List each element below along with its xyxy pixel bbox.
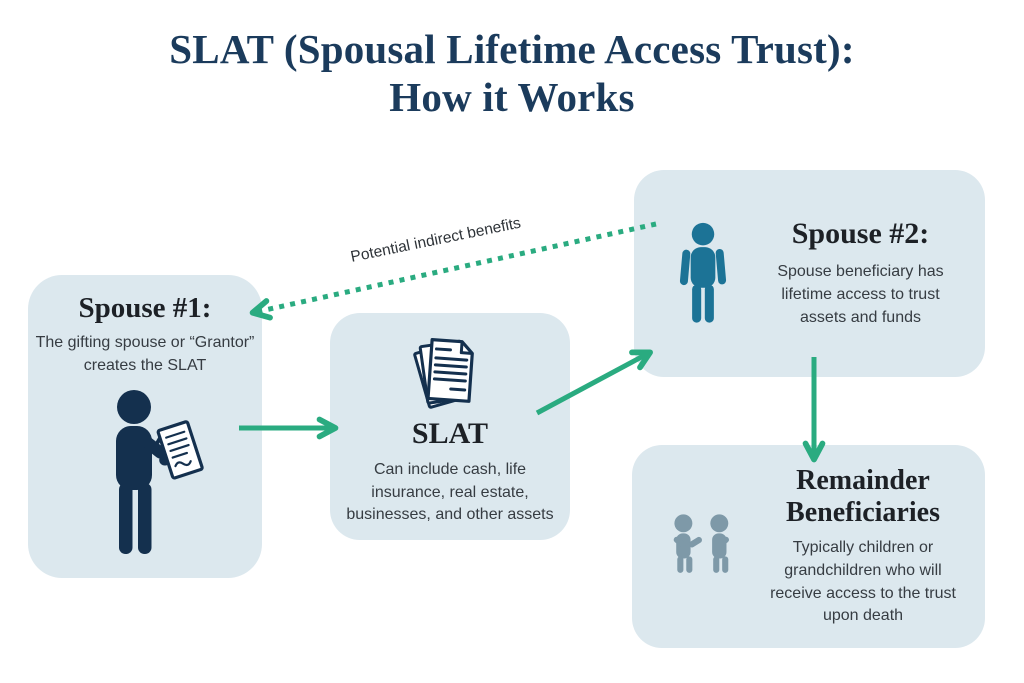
spouse1-card: Spouse #1: The gifting spouse or “Granto… <box>28 275 262 578</box>
spouse2-heading: Spouse #2: <box>791 217 930 251</box>
remainder-card: Remainder Beneficiaries Typically childr… <box>632 445 985 648</box>
person-writing-icon <box>116 390 204 555</box>
page-title: SLAT (Spousal Lifetime Access Trust):How… <box>0 26 1024 122</box>
slat-body: Can include cash, life insurance, real e… <box>346 461 554 524</box>
spouse2-card: Spouse #2: Spouse beneficiary has lifeti… <box>634 170 985 377</box>
spouse1-heading: Spouse #1: <box>78 292 212 324</box>
slat-heading: SLAT <box>411 417 489 450</box>
spouse1-body: The gifting spouse or “Grantor” creates … <box>35 334 255 374</box>
page-title-line1: SLAT (Spousal Lifetime Access Trust): <box>169 26 855 72</box>
page-title-line2: How it Works <box>389 73 635 120</box>
remainder-body: Typically children or grandchildren who … <box>770 539 956 625</box>
spouse2-body: Spouse beneficiary has lifetime access t… <box>777 263 944 326</box>
slat-card: SLAT Can include cash, life insurance, r… <box>330 313 570 540</box>
documents-stack-icon <box>413 338 474 409</box>
remainder-heading: Remainder Beneficiaries <box>786 464 940 529</box>
standing-person-icon <box>679 222 727 323</box>
children-holding-hands-icon <box>673 513 730 573</box>
dotted-arrow-label: Potential indirect benefits <box>349 214 523 266</box>
